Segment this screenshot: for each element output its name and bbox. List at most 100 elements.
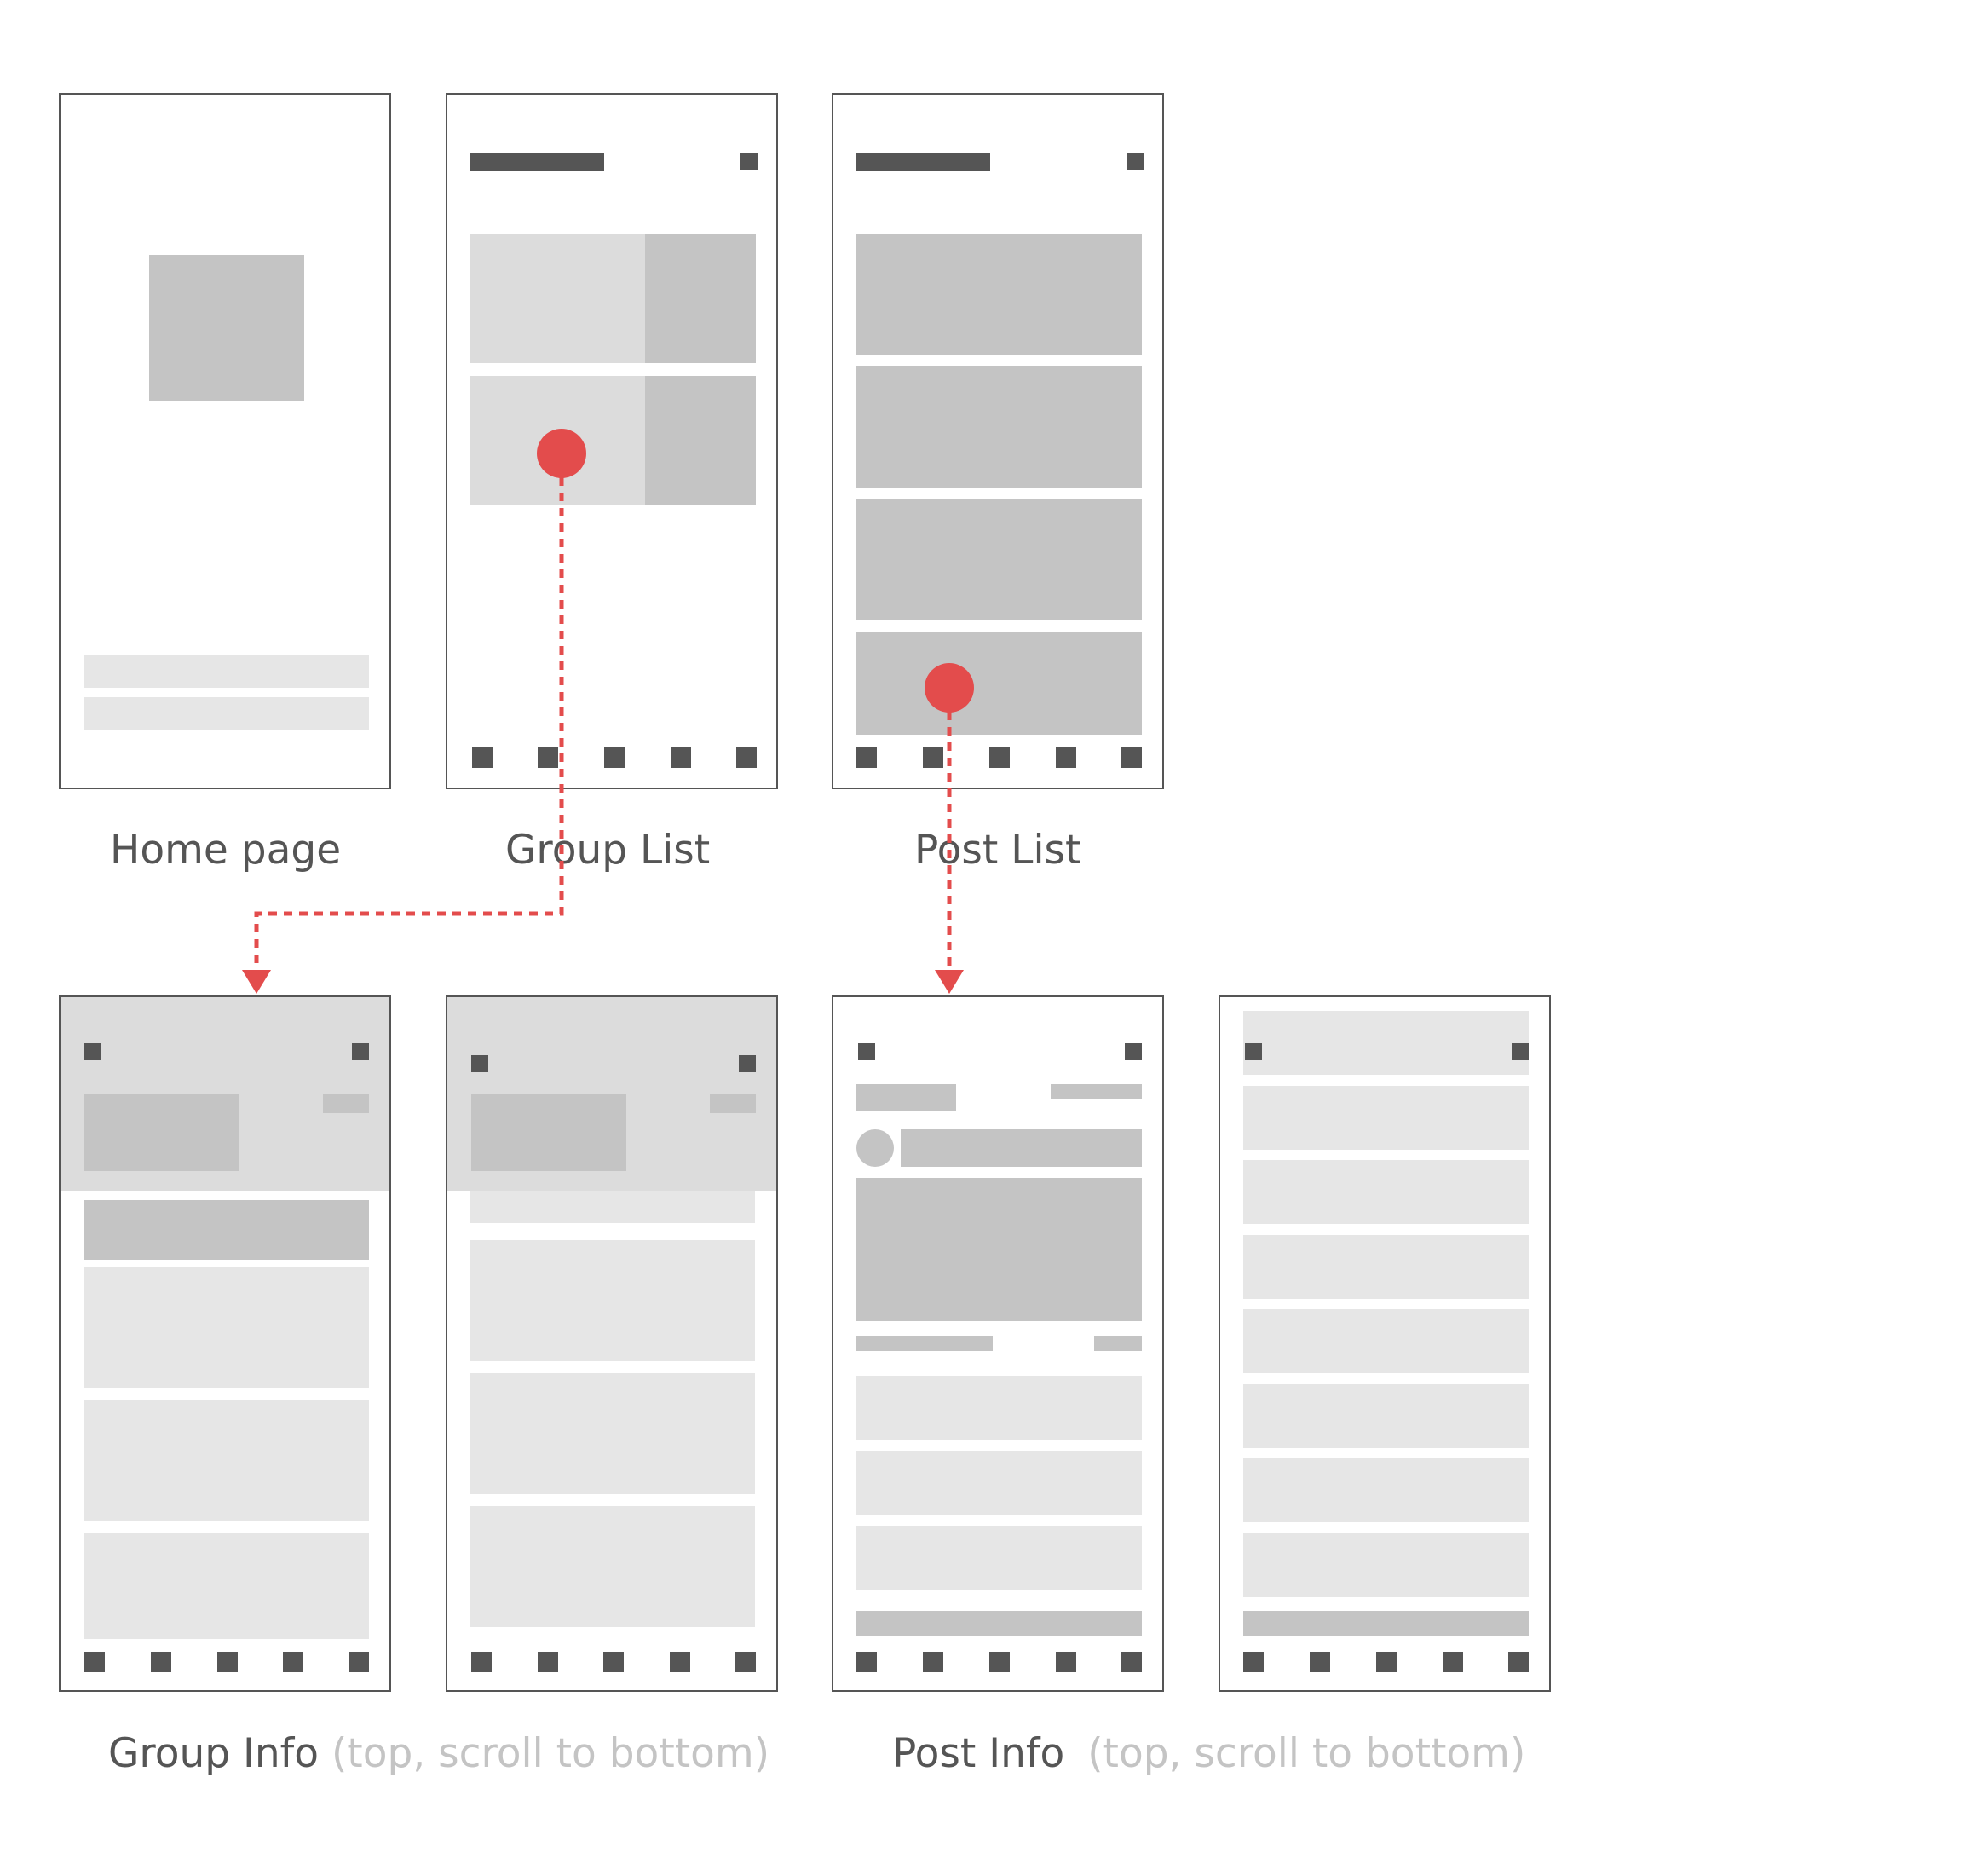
label-post-info-title: Post Info: [892, 1730, 1065, 1777]
post-info-bottom-block-3: [1243, 1086, 1529, 1150]
label-group-info-note: (top, scroll to bottom): [331, 1730, 770, 1777]
post-info-top-block-5: [901, 1129, 1142, 1167]
group-info-bottom-block-10: [538, 1652, 558, 1672]
home-page-block-1: [84, 655, 369, 688]
group-list-block-7: [538, 747, 558, 768]
label-group-list: Group List: [505, 827, 711, 874]
screen-post-list: [832, 93, 1164, 789]
post-info-top-block-13: [856, 1652, 877, 1672]
post-info-bottom-block-10: [1243, 1611, 1529, 1636]
group-info-top-block-13: [349, 1652, 369, 1672]
group-info-top-block-10: [151, 1652, 171, 1672]
post-info-bottom-block-14: [1443, 1652, 1463, 1672]
group-info-top-block-6: [84, 1267, 369, 1388]
post-info-top-block-2: [856, 1084, 956, 1111]
group-info-top-block-9: [84, 1652, 105, 1672]
group-list-block-0: [470, 153, 604, 171]
post-info-bottom-block-11: [1243, 1652, 1264, 1672]
post-list-block-5: [856, 632, 1142, 735]
post-info-bottom-block-7: [1243, 1384, 1529, 1448]
post-info-bottom-block-4: [1243, 1160, 1529, 1224]
group-info-top-block-5: [84, 1200, 369, 1260]
tap-marker-group-list: [537, 429, 586, 478]
group-info-top-block-2: [352, 1043, 369, 1060]
post-info-top-block-10: [856, 1451, 1142, 1515]
post-list-block-6: [856, 747, 877, 768]
post-info-bottom-block-8: [1243, 1458, 1529, 1522]
post-info-bottom-block-1: [1245, 1043, 1262, 1060]
post-info-top-block-11: [856, 1526, 1142, 1590]
connector-group-list-to-group-info: [242, 429, 586, 994]
label-post-info-note: (top, scroll to bottom): [1087, 1730, 1526, 1777]
group-list-block-6: [472, 747, 493, 768]
group-info-top-block-8: [84, 1533, 369, 1639]
screen-group-list: [446, 93, 778, 789]
group-list-block-8: [604, 747, 625, 768]
group-list-block-5: [645, 376, 756, 505]
connector-arrowhead-2: [935, 970, 964, 994]
tap-marker-post-list: [925, 663, 974, 713]
group-info-bottom-block-12: [670, 1652, 690, 1672]
post-info-bottom-block-13: [1376, 1652, 1397, 1672]
group-info-bottom-block-13: [735, 1652, 756, 1672]
label-group-info-title: Group Info: [108, 1730, 319, 1777]
post-info-top-block-8: [1094, 1336, 1142, 1351]
post-list-block-9: [1056, 747, 1076, 768]
group-info-top-block-3: [84, 1094, 239, 1171]
post-info-top-block-0: [858, 1043, 875, 1060]
group-list-block-10: [736, 747, 757, 768]
group-info-bottom-block-7: [471, 1094, 626, 1171]
group-list-block-1: [740, 153, 758, 170]
group-info-top-block-12: [283, 1652, 303, 1672]
screen-post-info-bottom: [1219, 995, 1551, 1692]
post-info-bottom-block-2: [1512, 1043, 1529, 1060]
post-list-block-7: [923, 747, 943, 768]
post-list-block-1: [1127, 153, 1144, 170]
group-list-block-9: [671, 747, 691, 768]
group-info-bottom-block-0: [470, 1189, 755, 1223]
post-info-top-block-17: [1121, 1652, 1142, 1672]
post-info-bottom-block-0: [1243, 1011, 1529, 1075]
post-info-top-block-16: [1056, 1652, 1076, 1672]
label-post-info: Post Info (top, scroll to bottom): [892, 1730, 1525, 1777]
home-page-block-0: [149, 255, 304, 401]
label-home-page: Home page: [110, 827, 342, 874]
post-info-top-block-9: [856, 1376, 1142, 1440]
post-info-top-block-7: [856, 1336, 993, 1351]
connector-post-list-to-post-info: [925, 663, 974, 994]
post-list-block-3: [856, 366, 1142, 488]
group-info-top-block-1: [84, 1043, 101, 1060]
group-info-bottom-block-3: [470, 1506, 755, 1627]
group-list-block-3: [645, 234, 756, 363]
screen-group-info-top: [59, 995, 391, 1692]
group-info-bottom-block-6: [739, 1055, 756, 1072]
connector-arrowhead-1: [242, 970, 271, 994]
post-list-block-2: [856, 234, 1142, 355]
group-info-bottom-block-9: [471, 1652, 492, 1672]
post-info-top-block-3: [1051, 1084, 1142, 1099]
post-list-block-10: [1121, 747, 1142, 768]
group-info-top-block-11: [217, 1652, 238, 1672]
group-info-bottom-block-11: [603, 1652, 624, 1672]
post-list-block-4: [856, 499, 1142, 620]
label-group-info: Group Info (top, scroll to bottom): [108, 1730, 769, 1777]
post-list-block-8: [989, 747, 1010, 768]
screen-group-info-bottom: [446, 995, 778, 1692]
group-list-block-2: [470, 234, 645, 363]
post-info-bottom-block-9: [1243, 1533, 1529, 1597]
post-info-bottom-block-15: [1508, 1652, 1529, 1672]
post-info-top-block-6: [856, 1178, 1142, 1321]
connector-path-1: [254, 477, 564, 972]
post-list-block-0: [856, 153, 990, 171]
post-info-top-block-12: [856, 1611, 1142, 1636]
group-info-bottom-block-1: [470, 1240, 755, 1361]
post-info-top-block-4: [856, 1129, 894, 1167]
home-page-block-2: [84, 697, 369, 730]
post-info-bottom-block-6: [1243, 1309, 1529, 1373]
screen-post-info-top: [832, 995, 1164, 1692]
label-post-list: Post List: [914, 827, 1081, 874]
post-info-bottom-block-12: [1310, 1652, 1330, 1672]
group-info-bottom-block-8: [710, 1094, 756, 1113]
